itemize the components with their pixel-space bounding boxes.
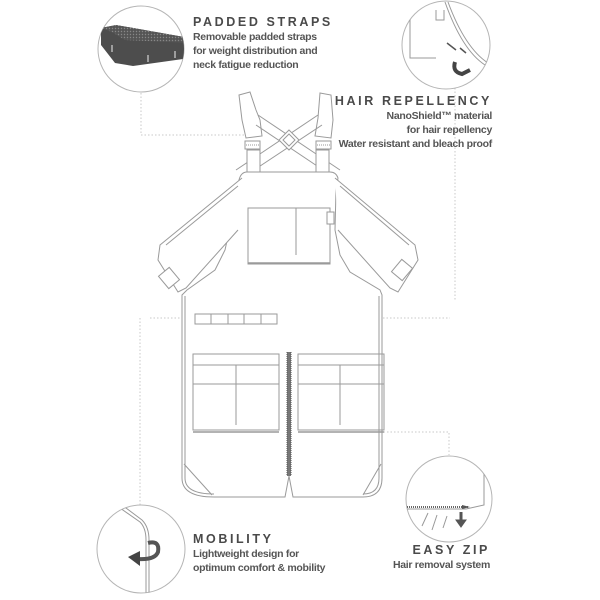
feature-line: Hair removal system	[392, 559, 490, 571]
leader-lines	[139, 88, 456, 505]
feature-title: MOBILITY	[193, 532, 274, 546]
chest-pocket	[247, 207, 331, 265]
feature-mobility: MOBILITY Lightweight design for optimum …	[193, 532, 393, 575]
zipper-icon	[405, 455, 493, 543]
lower-pocket-left	[192, 353, 280, 433]
feature-easy-zip: EASY ZIP Hair removal system	[360, 543, 490, 572]
lower-pocket-right	[297, 353, 385, 433]
feature-line: Water resistant and bleach proof	[338, 138, 493, 150]
feature-line: for weight distribution and	[193, 45, 318, 57]
mobility-arrow-icon	[96, 504, 186, 594]
feature-padded-straps: PADDED STRAPS Removable padded straps fo…	[193, 15, 393, 72]
feature-title: HAIR REPELLENCY	[334, 94, 492, 108]
feature-line: NanoShield™ material	[386, 110, 493, 122]
fabric-repel-icon	[401, 0, 491, 90]
feature-line: neck fatigue reduction	[193, 59, 299, 71]
padded-strap-icon	[97, 5, 185, 93]
feature-hair-repellency: HAIR REPELLENCY NanoShield™ material for…	[300, 94, 492, 151]
feature-line: optimum comfort & mobility	[193, 562, 326, 574]
apron-body	[157, 91, 419, 498]
center-zipper	[286, 352, 292, 476]
feature-line: for hair repellency	[406, 124, 493, 136]
tool-loops	[194, 313, 278, 325]
feature-line: Lightweight design for	[193, 548, 299, 560]
feature-line: Removable padded straps	[193, 31, 317, 43]
feature-title: PADDED STRAPS	[193, 15, 333, 29]
feature-title: EASY ZIP	[412, 543, 490, 557]
